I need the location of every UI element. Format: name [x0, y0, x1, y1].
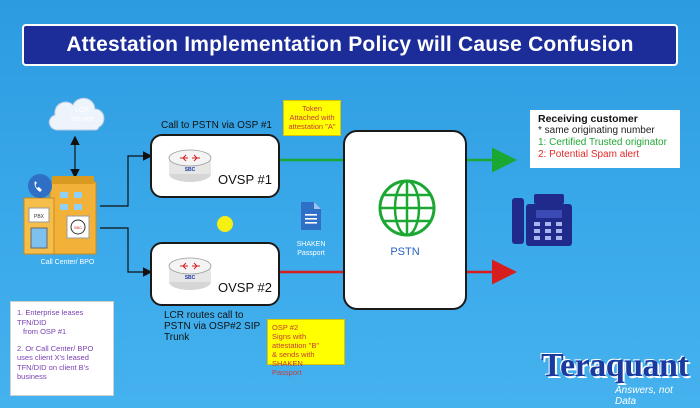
osp2-note: OSP #2 Signs with attestation "B" & send… — [267, 319, 345, 377]
sbc-router-icon: SBC — [168, 257, 212, 290]
receiving-line1: * same originating number — [538, 125, 655, 136]
osp2-note-line1: OSP #2 — [272, 323, 299, 332]
sbc1-label: SBC — [185, 167, 196, 173]
call-center-building-icon: PBX SBC — [23, 174, 97, 255]
pstn-label: PSTN — [390, 246, 420, 258]
left-note-p2-line2: uses client X's leased — [17, 353, 89, 362]
pstn-box: PSTN — [343, 130, 467, 310]
call-center-label: Call Center/ BPO — [40, 259, 95, 266]
receiving-line2: 1: Certified Trusted originator — [538, 137, 667, 148]
left-note-p1-line2: from OSP #1 — [23, 327, 67, 336]
desk-phone-icon — [512, 194, 572, 246]
osp2-note-line2: Signs with attestation "B" — [272, 332, 320, 350]
teraquant-logo: Teraquant Answers, not Data — [535, 345, 695, 407]
cloud-icon — [48, 97, 105, 131]
route1-caption: Call to PSTN via OSP #1 — [161, 120, 272, 131]
ovsp2-box: SBC OVSP #2 — [150, 242, 280, 306]
pbx-text: PBX — [34, 214, 45, 220]
route2-caption-line1: LCR routes call to — [164, 310, 244, 321]
shaken-passport-label: SHAKEN Passport — [286, 240, 336, 258]
osp2-note-line4: Passport — [272, 368, 302, 377]
left-note-p2-line3: TFN/DID on client B's — [17, 362, 89, 372]
left-note-p1-line1: 1. Enterprise leases TFN/DID — [17, 308, 84, 327]
small-sbc-text: SBC — [74, 225, 82, 230]
document-icon — [301, 202, 321, 230]
osp2-note-line3: & sends with SHAKEN — [272, 350, 315, 368]
left-note-p2-line4: business — [17, 372, 47, 381]
sbc-router-icon: SBC — [168, 149, 212, 182]
route2-caption-line2: PSTN via OSP#2 SIP — [164, 321, 261, 332]
logo-name: Teraquant — [541, 347, 689, 384]
sbc2-label: SBC — [185, 275, 196, 281]
receiving-line3: 2: Potential Spam alert — [538, 149, 640, 160]
receiving-title: Receiving customer — [538, 113, 638, 125]
route2-caption: LCR routes call to PSTN via OSP#2 SIP Tr… — [164, 310, 260, 343]
left-note-p2-line1: 2. Or Call Center/ BPO — [17, 343, 94, 353]
link-to-ovsp1 — [100, 151, 153, 207]
yellow-dot — [217, 216, 233, 232]
receiving-customer-box: Receiving customer * same originating nu… — [530, 110, 680, 168]
token-note-line2: Attached with — [289, 113, 335, 122]
link-to-ovsp2 — [100, 227, 153, 277]
ovsp1-label: OVSP #1 — [218, 172, 272, 187]
ovsp2-label: OVSP #2 — [218, 280, 272, 295]
left-note: 1. Enterprise leases TFN/DID from OSP #1… — [10, 301, 114, 396]
page-title: Attestation Implementation Policy will C… — [22, 24, 678, 66]
token-note-line1: Token — [301, 104, 322, 113]
token-note-line3: attestation "A" — [288, 122, 336, 131]
lcr-service-label: LCR Service — [62, 106, 102, 124]
route2-caption-line3: Trunk — [164, 332, 190, 343]
shaken-line1: SHAKEN — [296, 241, 326, 248]
token-note: Token Attached with attestation "A" — [283, 100, 341, 136]
globe-icon — [378, 179, 436, 237]
logo-tagline: Answers, not Data — [615, 385, 673, 407]
lcr-label-line1: LCR — [74, 107, 89, 114]
lcr-label-line2: Service — [70, 116, 94, 123]
shaken-line2: Passport — [297, 250, 325, 257]
ovsp1-box: SBC OVSP #1 — [150, 134, 280, 198]
